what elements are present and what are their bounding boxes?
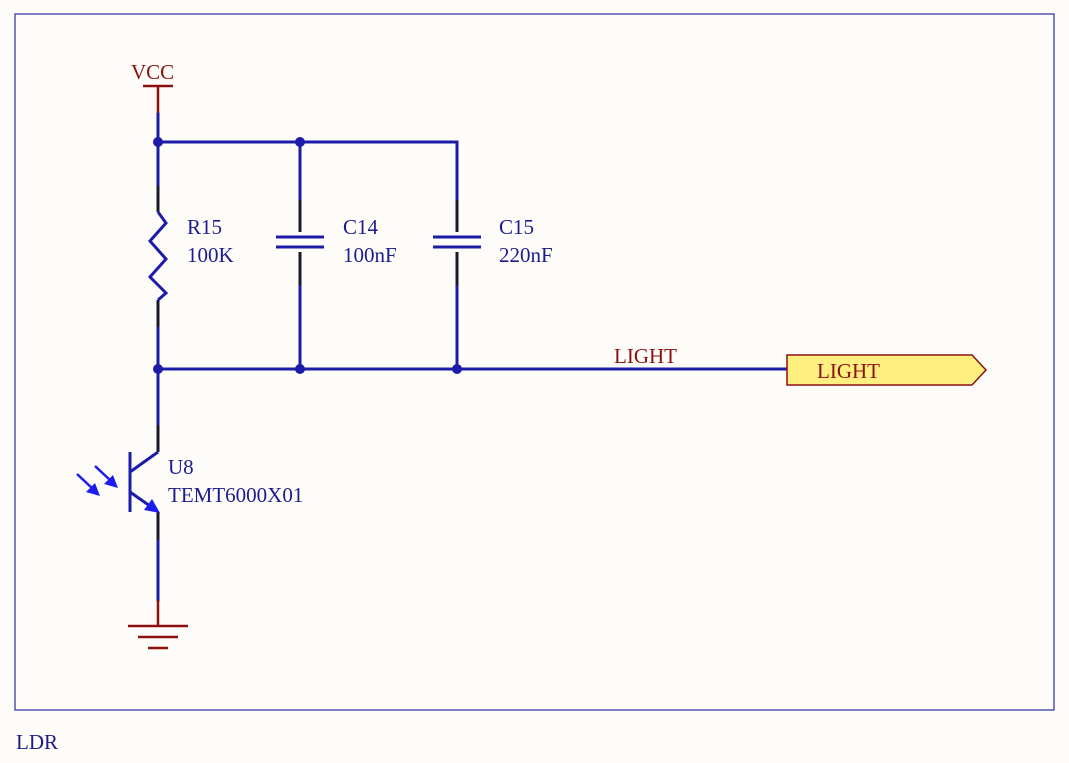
- u8-designator: U8: [168, 455, 194, 479]
- capacitor-c15[interactable]: C15 220nF: [433, 215, 553, 267]
- sheet-title: LDR: [16, 730, 58, 754]
- net-label-light[interactable]: LIGHT: [614, 344, 677, 368]
- capacitor-c14[interactable]: C14 100nF: [276, 215, 397, 267]
- vcc-label: VCC: [131, 60, 174, 84]
- r15-value: 100K: [187, 243, 234, 267]
- pin-stubs: [156, 186, 459, 540]
- wires: [156, 112, 789, 602]
- vcc-power-port[interactable]: VCC: [131, 60, 174, 114]
- junctions: [153, 137, 462, 374]
- sheet-frame: [14, 13, 1055, 711]
- c14-value: 100nF: [343, 243, 397, 267]
- u8-emitter-arrow-icon: [144, 499, 160, 513]
- port-light-label: LIGHT: [817, 359, 880, 383]
- c14-designator: C14: [343, 215, 379, 239]
- junction-dot: [452, 364, 462, 374]
- junction-dot: [153, 137, 163, 147]
- port-light[interactable]: LIGHT: [786, 354, 988, 386]
- resistor-r15[interactable]: R15 100K: [147, 211, 234, 302]
- junction-dot: [295, 364, 305, 374]
- u8-emitter: [129, 490, 151, 508]
- junction-dot: [153, 364, 163, 374]
- phototransistor-u8[interactable]: U8 TEMT6000X01: [76, 450, 303, 513]
- light-rays-icon: [76, 465, 118, 496]
- r15-designator: R15: [187, 215, 222, 239]
- c15-designator: C15: [499, 215, 534, 239]
- u8-collector: [129, 450, 159, 474]
- junction-dot: [295, 137, 305, 147]
- u8-value: TEMT6000X01: [168, 483, 303, 507]
- c15-value: 220nF: [499, 243, 553, 267]
- ground-symbol-icon[interactable]: [128, 600, 188, 650]
